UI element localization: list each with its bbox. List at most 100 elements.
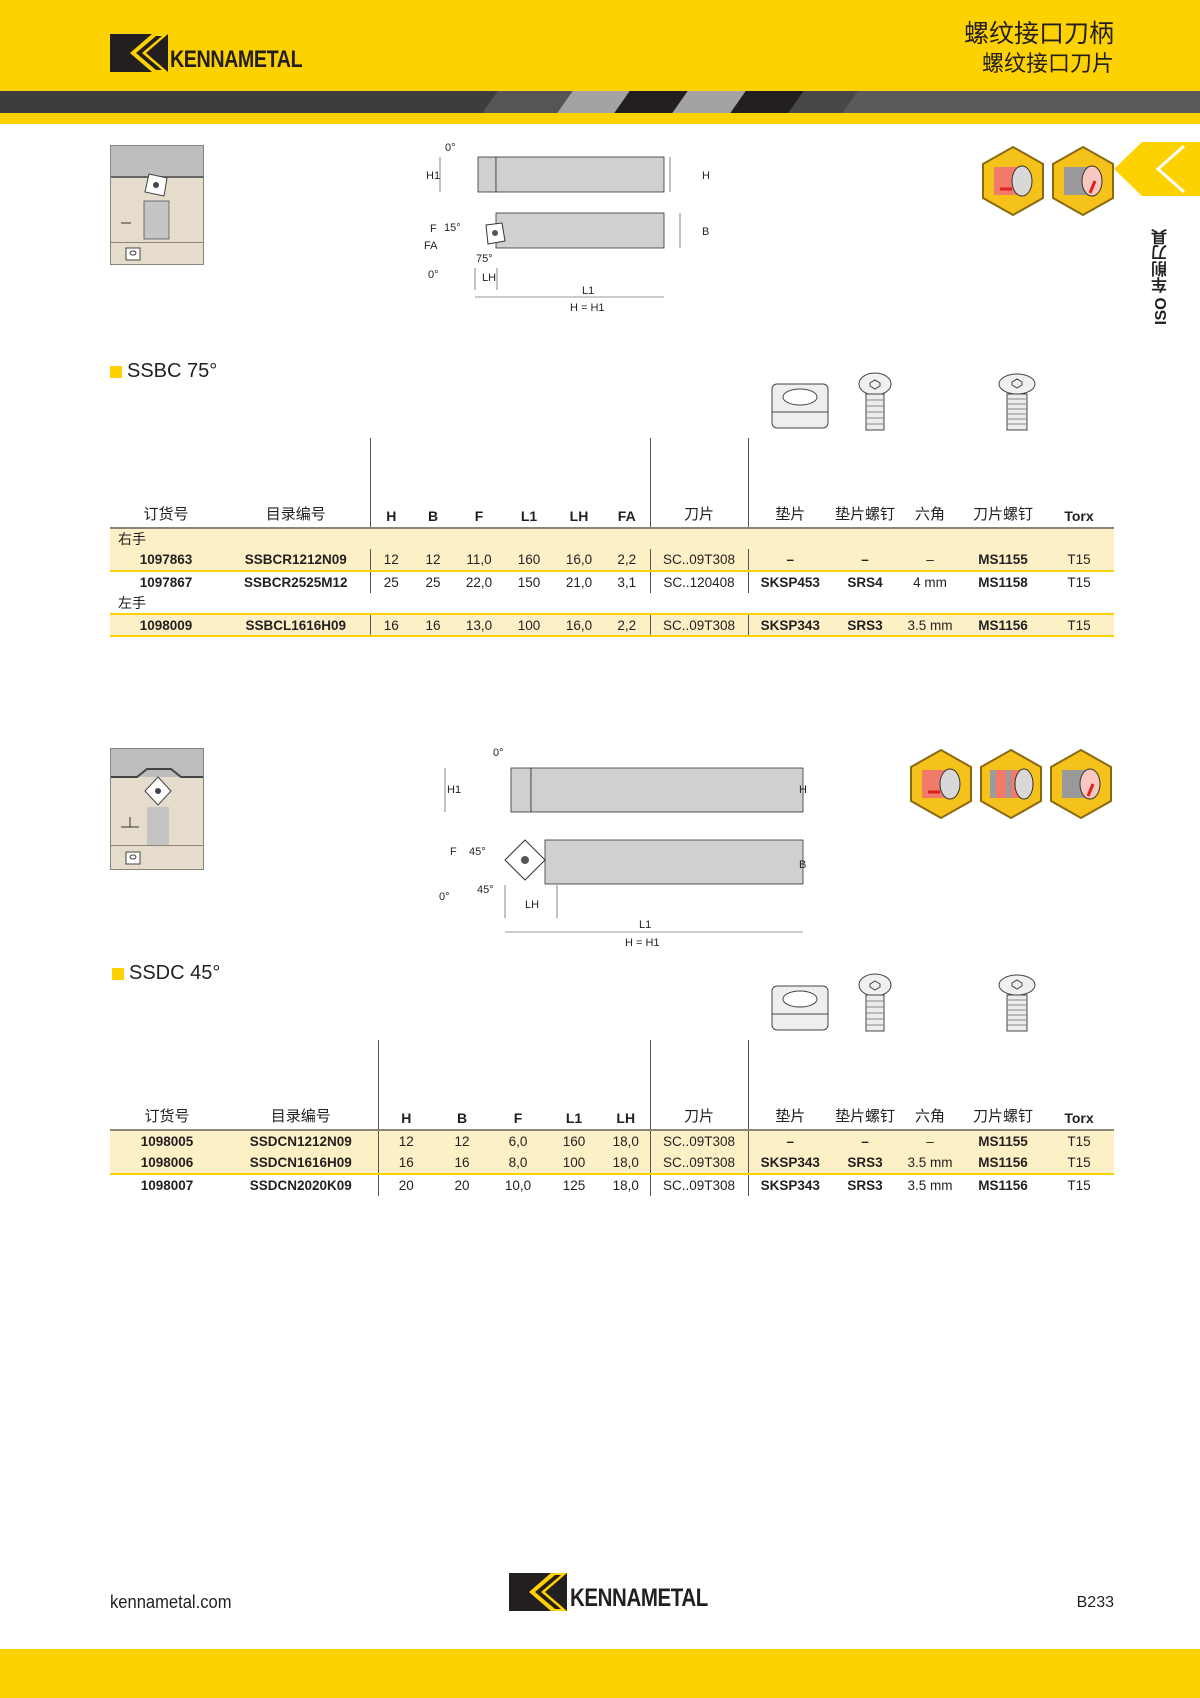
col-shim-screw: 垫片螺钉 <box>832 438 898 529</box>
tool-dimension-drawing-ssdc: 0° H1 H B F 45° 45° 0° LH L1 H = H1 <box>439 747 807 949</box>
col-insert: 刀片 <box>649 438 748 529</box>
application-icons-ssbc <box>980 145 1116 217</box>
cell-torx: T15 <box>1044 1152 1114 1175</box>
cell-catalog: SSBCR2525M12 <box>243 575 348 590</box>
cell-shim-screw: SRS3 <box>832 614 898 637</box>
table-row: 1097867 SSBCR2525M12 25 25 22,0 150 21,0… <box>110 571 1114 593</box>
cell-h: 25 <box>369 571 412 593</box>
insert-screw-icon <box>998 974 1036 1032</box>
cell-order: 1097863 <box>110 549 222 572</box>
section-title-text: SSDC 45° <box>129 962 221 984</box>
tool-dimension-drawing-ssbc: 0° H1 H B F 15° FA 75° 0° LH L1 H = H1 <box>424 142 710 314</box>
cell-h: 12 <box>369 549 412 572</box>
brand-wordmark: KENNAMETAL <box>570 1584 708 1612</box>
page-number: B233 <box>1076 1594 1114 1611</box>
application-icons-ssdc <box>908 748 1114 820</box>
cell-h: 20 <box>377 1174 434 1196</box>
group-row-left-hand: 左手 <box>110 593 1114 615</box>
cell-insert: SC..09T308 <box>649 549 748 572</box>
cell-b: 12 <box>434 1130 490 1152</box>
cell-lh: 18,0 <box>602 1152 650 1175</box>
cell-l1: 100 <box>504 614 554 637</box>
cell-fa: 2,2 <box>604 549 650 572</box>
cell-insert: SC..120408 <box>649 571 748 593</box>
table-row: 1098009 SSBCL1616H09 16 16 13,0 100 16,0… <box>110 614 1114 637</box>
cell-torx: T15 <box>1044 1130 1114 1152</box>
svg-text:45°: 45° <box>477 884 494 896</box>
cell-shim: – <box>747 549 832 572</box>
svg-text:H = H1: H = H1 <box>570 302 605 314</box>
cell-insert-screw: MS1156 <box>978 1178 1028 1193</box>
k-mark-icon <box>509 1573 567 1611</box>
facing-icon <box>1050 748 1112 820</box>
cell-lh: 18,0 <box>612 1178 639 1193</box>
cell-lh: 18,0 <box>602 1130 650 1152</box>
cell-shim-screw: SRS4 <box>847 575 883 590</box>
table-header-row: 订货号 目录编号 H B F L1 LH 刀片 垫片 垫片螺钉 六角 刀片螺钉 … <box>110 1040 1114 1131</box>
brand-wordmark: KENNAMETAL <box>170 46 303 73</box>
svg-text:B: B <box>799 859 806 871</box>
svg-text:LH: LH <box>525 899 539 911</box>
cell-shim: SKSP453 <box>747 571 832 593</box>
profiling-icon <box>980 748 1042 820</box>
svg-text:B: B <box>702 226 709 238</box>
cell-order: 1097867 <box>139 575 193 590</box>
svg-text:45°: 45° <box>469 846 486 858</box>
cell-order: 1098007 <box>140 1178 194 1193</box>
cell-f: 13,0 <box>454 614 504 637</box>
header-stripe <box>0 91 1200 113</box>
cell-insert-screw: MS1156 <box>962 1152 1044 1175</box>
insert-screw-icon <box>998 373 1036 431</box>
header-yellow-band <box>0 113 1200 124</box>
svg-text:0°: 0° <box>445 142 456 154</box>
facing-icon <box>1052 145 1114 217</box>
cell-shim: SKSP343 <box>747 614 832 637</box>
col-lh: LH <box>602 1040 650 1131</box>
cell-hex: – <box>898 1130 962 1152</box>
col-hex: 六角 <box>898 438 962 529</box>
group-label: 左手 <box>110 593 1114 615</box>
col-f: F <box>490 1040 546 1131</box>
cell-order: 1098005 <box>110 1130 224 1152</box>
col-fa: FA <box>604 438 650 529</box>
section-bullet-icon <box>112 967 124 980</box>
cell-catalog: SSBCR1212N09 <box>222 549 370 572</box>
cell-catalog: SSDCN2020K09 <box>249 1178 352 1193</box>
cell-order: 1098009 <box>110 614 222 637</box>
col-h: H <box>369 438 412 529</box>
cell-lh: 21,0 <box>565 575 593 590</box>
cell-insert: SC..09T308 <box>649 1174 748 1196</box>
cell-torx: T15 <box>1067 575 1091 590</box>
table-row: 1098007 SSDCN2020K09 20 20 10,0 125 18,0… <box>110 1174 1114 1196</box>
col-l1: L1 <box>504 438 554 529</box>
col-torx: Torx <box>1044 1040 1114 1131</box>
table-header-row: 订货号 目录编号 H B F L1 LH FA 刀片 垫片 垫片螺钉 六角 刀片… <box>110 438 1114 529</box>
cell-b: 12 <box>412 549 454 572</box>
application-thumbnail-ssbc <box>110 145 204 265</box>
col-lh: LH <box>554 438 604 529</box>
cell-torx: T15 <box>1067 1178 1091 1193</box>
col-catalog-number: 目录编号 <box>224 1040 378 1131</box>
col-torx: Torx <box>1044 438 1114 529</box>
col-catalog-number: 目录编号 <box>222 438 370 529</box>
svg-text:H: H <box>799 784 807 796</box>
website-link[interactable]: kennametal.com <box>110 1592 232 1612</box>
cell-shim: – <box>747 1130 832 1152</box>
page-subtitle: 螺纹接口刀片 <box>981 51 1114 76</box>
col-insert-screw: 刀片螺钉 <box>962 438 1044 529</box>
application-thumbnail-ssdc <box>110 748 204 870</box>
cell-order: 1098006 <box>110 1152 224 1175</box>
col-hex: 六角 <box>898 1040 962 1131</box>
col-insert: 刀片 <box>649 1040 748 1131</box>
footer-yellow-band <box>0 1649 1200 1698</box>
section-bullet-icon <box>110 365 122 378</box>
cell-insert: SC..09T308 <box>649 614 748 637</box>
cell-insert: SC..09T308 <box>649 1152 748 1175</box>
svg-text:L1: L1 <box>639 919 651 931</box>
group-label: 右手 <box>110 528 1114 549</box>
svg-text:0°: 0° <box>493 747 504 759</box>
cell-shim-screw: – <box>832 549 898 572</box>
shim-screw-icon <box>858 973 892 1032</box>
section-tab-chevron-icon <box>1114 142 1200 196</box>
footer-kennametal-logo: KENNAMETAL <box>508 1573 738 1611</box>
